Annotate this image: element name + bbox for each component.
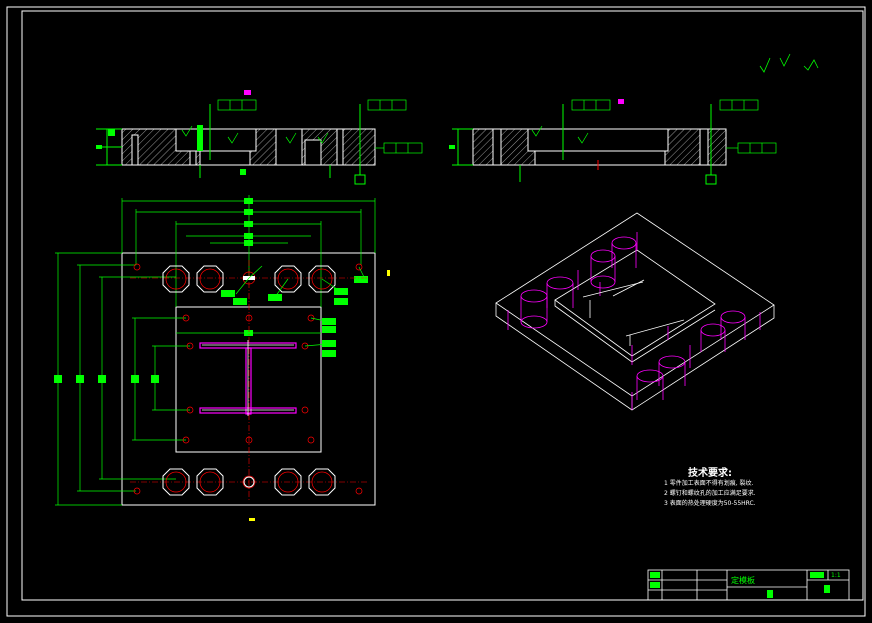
- technical-requirement-2: 2 螺钉和螺纹孔的加工应满足要求.: [664, 490, 756, 497]
- section-view-left: [96, 90, 423, 185]
- plan-view: [54, 195, 390, 521]
- title-block-part-name: 定模板: [731, 576, 755, 585]
- title-block-scale: 1:1: [831, 572, 841, 579]
- outer-border: [6, 6, 866, 617]
- section-view-right: [449, 99, 777, 185]
- isometric-view: [495, 212, 775, 411]
- inner-border: [21, 10, 864, 601]
- roughness-symbol-top-right: [759, 53, 819, 73]
- technical-requirement-1: 1 零件加工表面不得有划痕, 裂纹.: [664, 480, 754, 487]
- technical-requirements-title: 技术要求:: [688, 468, 732, 479]
- technical-requirement-3: 3 表面的热处理硬度为50-55HRC.: [664, 500, 756, 507]
- title-block: [647, 569, 850, 601]
